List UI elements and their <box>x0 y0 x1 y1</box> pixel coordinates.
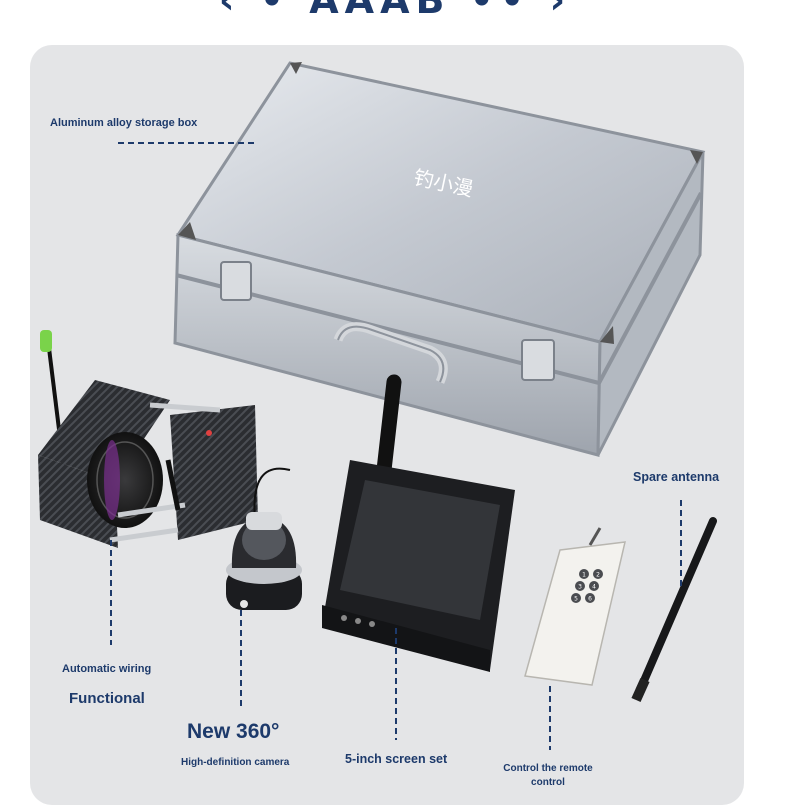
remote-control: 1 2 3 4 5 6 <box>524 527 626 686</box>
screen-set <box>322 374 515 672</box>
remote-key-label: 3 <box>578 584 582 591</box>
underwater-camera <box>226 467 302 610</box>
label-new-360: New 360° <box>187 720 280 743</box>
header-title: ‹ • AAAB •• › <box>218 0 572 22</box>
remote-key-label: 1 <box>582 572 586 579</box>
spare-antenna <box>631 517 717 703</box>
remote-key-label: 6 <box>588 596 592 603</box>
remote-key-label: 2 <box>596 572 600 579</box>
label-automatic-wiring: Automatic wiring <box>62 663 152 675</box>
aluminum-storage-box: 钓小漫 <box>173 61 706 457</box>
label-spare-antenna: Spare antenna <box>633 470 720 484</box>
label-functional: Functional <box>69 690 145 707</box>
automatic-wiring-reel <box>38 330 258 548</box>
remote-keypad: 1 2 3 4 5 6 <box>571 569 603 603</box>
label-hd-camera: High-definition camera <box>181 757 290 768</box>
callout-lines <box>110 142 682 750</box>
label-remote-control: Control the remote control <box>503 763 593 788</box>
label-screen-set: 5-inch screen set <box>345 752 448 766</box>
label-storage-box: Aluminum alloy storage box <box>50 117 198 129</box>
remote-key-label: 5 <box>574 596 578 603</box>
remote-key-label: 4 <box>592 584 596 591</box>
